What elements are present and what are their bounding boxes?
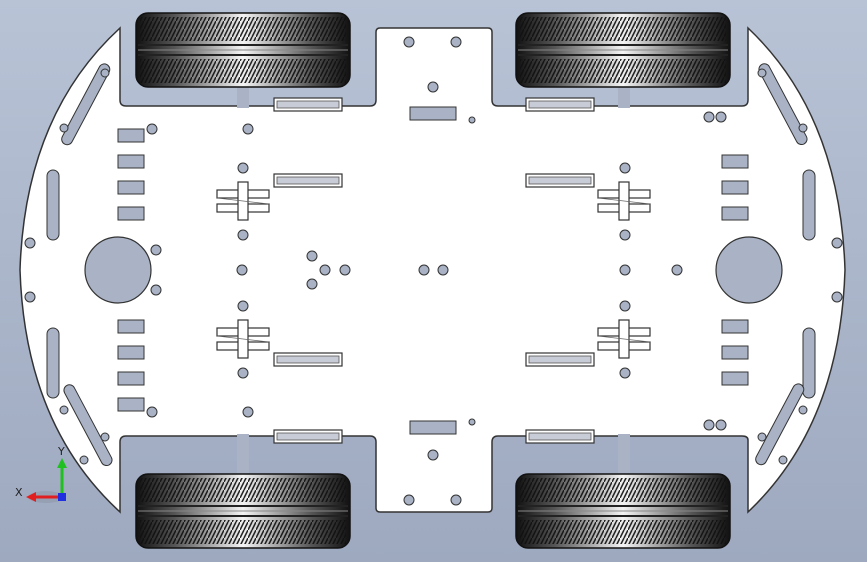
coordinate-triad: X Y <box>15 445 67 503</box>
axle-slot <box>618 434 630 478</box>
side-slots <box>46 63 816 467</box>
wheel-front-left[interactable] <box>135 12 351 88</box>
z-axis-box <box>58 493 66 501</box>
wheel-rear-right[interactable] <box>515 473 731 549</box>
chassis-plate[interactable] <box>19 26 846 514</box>
motor-slot[interactable] <box>273 352 343 367</box>
motor-slot[interactable] <box>525 97 595 112</box>
motor-slot[interactable] <box>525 173 595 188</box>
cutout-group-right <box>721 154 749 386</box>
y-axis-label: Y <box>57 445 65 458</box>
wheel-front-right[interactable] <box>515 12 731 88</box>
motor-slot[interactable] <box>273 173 343 188</box>
mounting-holes <box>24 36 843 506</box>
axle-slot <box>618 86 630 108</box>
large-hole-left <box>84 236 152 304</box>
cutout-group-left <box>117 128 145 412</box>
axle-slot <box>237 434 249 478</box>
motor-slot[interactable] <box>273 429 343 444</box>
motor-slot[interactable] <box>273 97 343 112</box>
cutout-group-center <box>409 106 457 435</box>
x-axis-label: X <box>15 486 23 499</box>
motor-slot[interactable] <box>525 352 595 367</box>
motor-slot[interactable] <box>525 429 595 444</box>
wheel-rear-left[interactable] <box>135 473 351 549</box>
y-axis-head <box>57 458 67 468</box>
large-hole-right <box>715 236 783 304</box>
x-axis-head <box>26 492 36 502</box>
axle-slot <box>237 86 249 108</box>
